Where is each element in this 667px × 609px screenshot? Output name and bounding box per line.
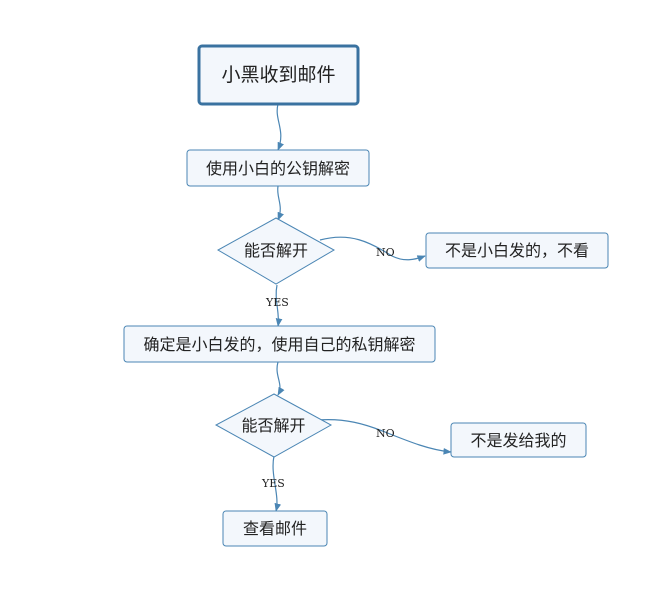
node-read-mail: 查看邮件: [222, 510, 328, 547]
node-start: 小黑收到邮件: [197, 44, 360, 106]
node-decrypt-public: 使用小白的公钥解密: [186, 149, 370, 187]
edge-label-d2-yes: YES: [261, 477, 285, 490]
node-decision2: 能否解开: [214, 393, 333, 458]
edge-label-d1-no: NO: [376, 246, 395, 259]
node-decision2-label: 能否解开: [241, 416, 305, 435]
node-start-label: 小黑收到邮件: [221, 64, 335, 86]
node-decision1: 能否解开: [216, 217, 336, 285]
edge-label-d2-no: NO: [376, 427, 395, 440]
connector-decision2-yes: [272, 455, 282, 512]
node-not-from-white-label: 不是小白发的，不看: [445, 241, 589, 260]
connector-decision1-yes: [275, 284, 283, 327]
node-not-for-me: 不是发给我的: [450, 422, 587, 458]
node-decision1-label: 能否解开: [244, 241, 308, 260]
connector-decision2-no: [317, 419, 452, 455]
connector-decision1-no: [319, 236, 426, 262]
node-confirm-decrypt-private-label: 确定是小白发的，使用自己的私钥解密: [143, 335, 415, 354]
node-decrypt-public-label: 使用小白的公钥解密: [206, 159, 350, 178]
edge-label-d1-yes: YES: [265, 296, 289, 309]
node-read-mail-label: 查看邮件: [243, 519, 307, 538]
node-not-from-white: 不是小白发的，不看: [425, 232, 609, 269]
node-not-for-me-label: 不是发给我的: [470, 431, 566, 450]
connector-start-to-decrypt: [276, 103, 284, 151]
connector-confirm-to-decision2: [276, 361, 285, 396]
node-confirm-decrypt-private: 确定是小白发的，使用自己的私钥解密: [123, 325, 436, 363]
connector-decrypt-to-decision1: [277, 185, 284, 221]
